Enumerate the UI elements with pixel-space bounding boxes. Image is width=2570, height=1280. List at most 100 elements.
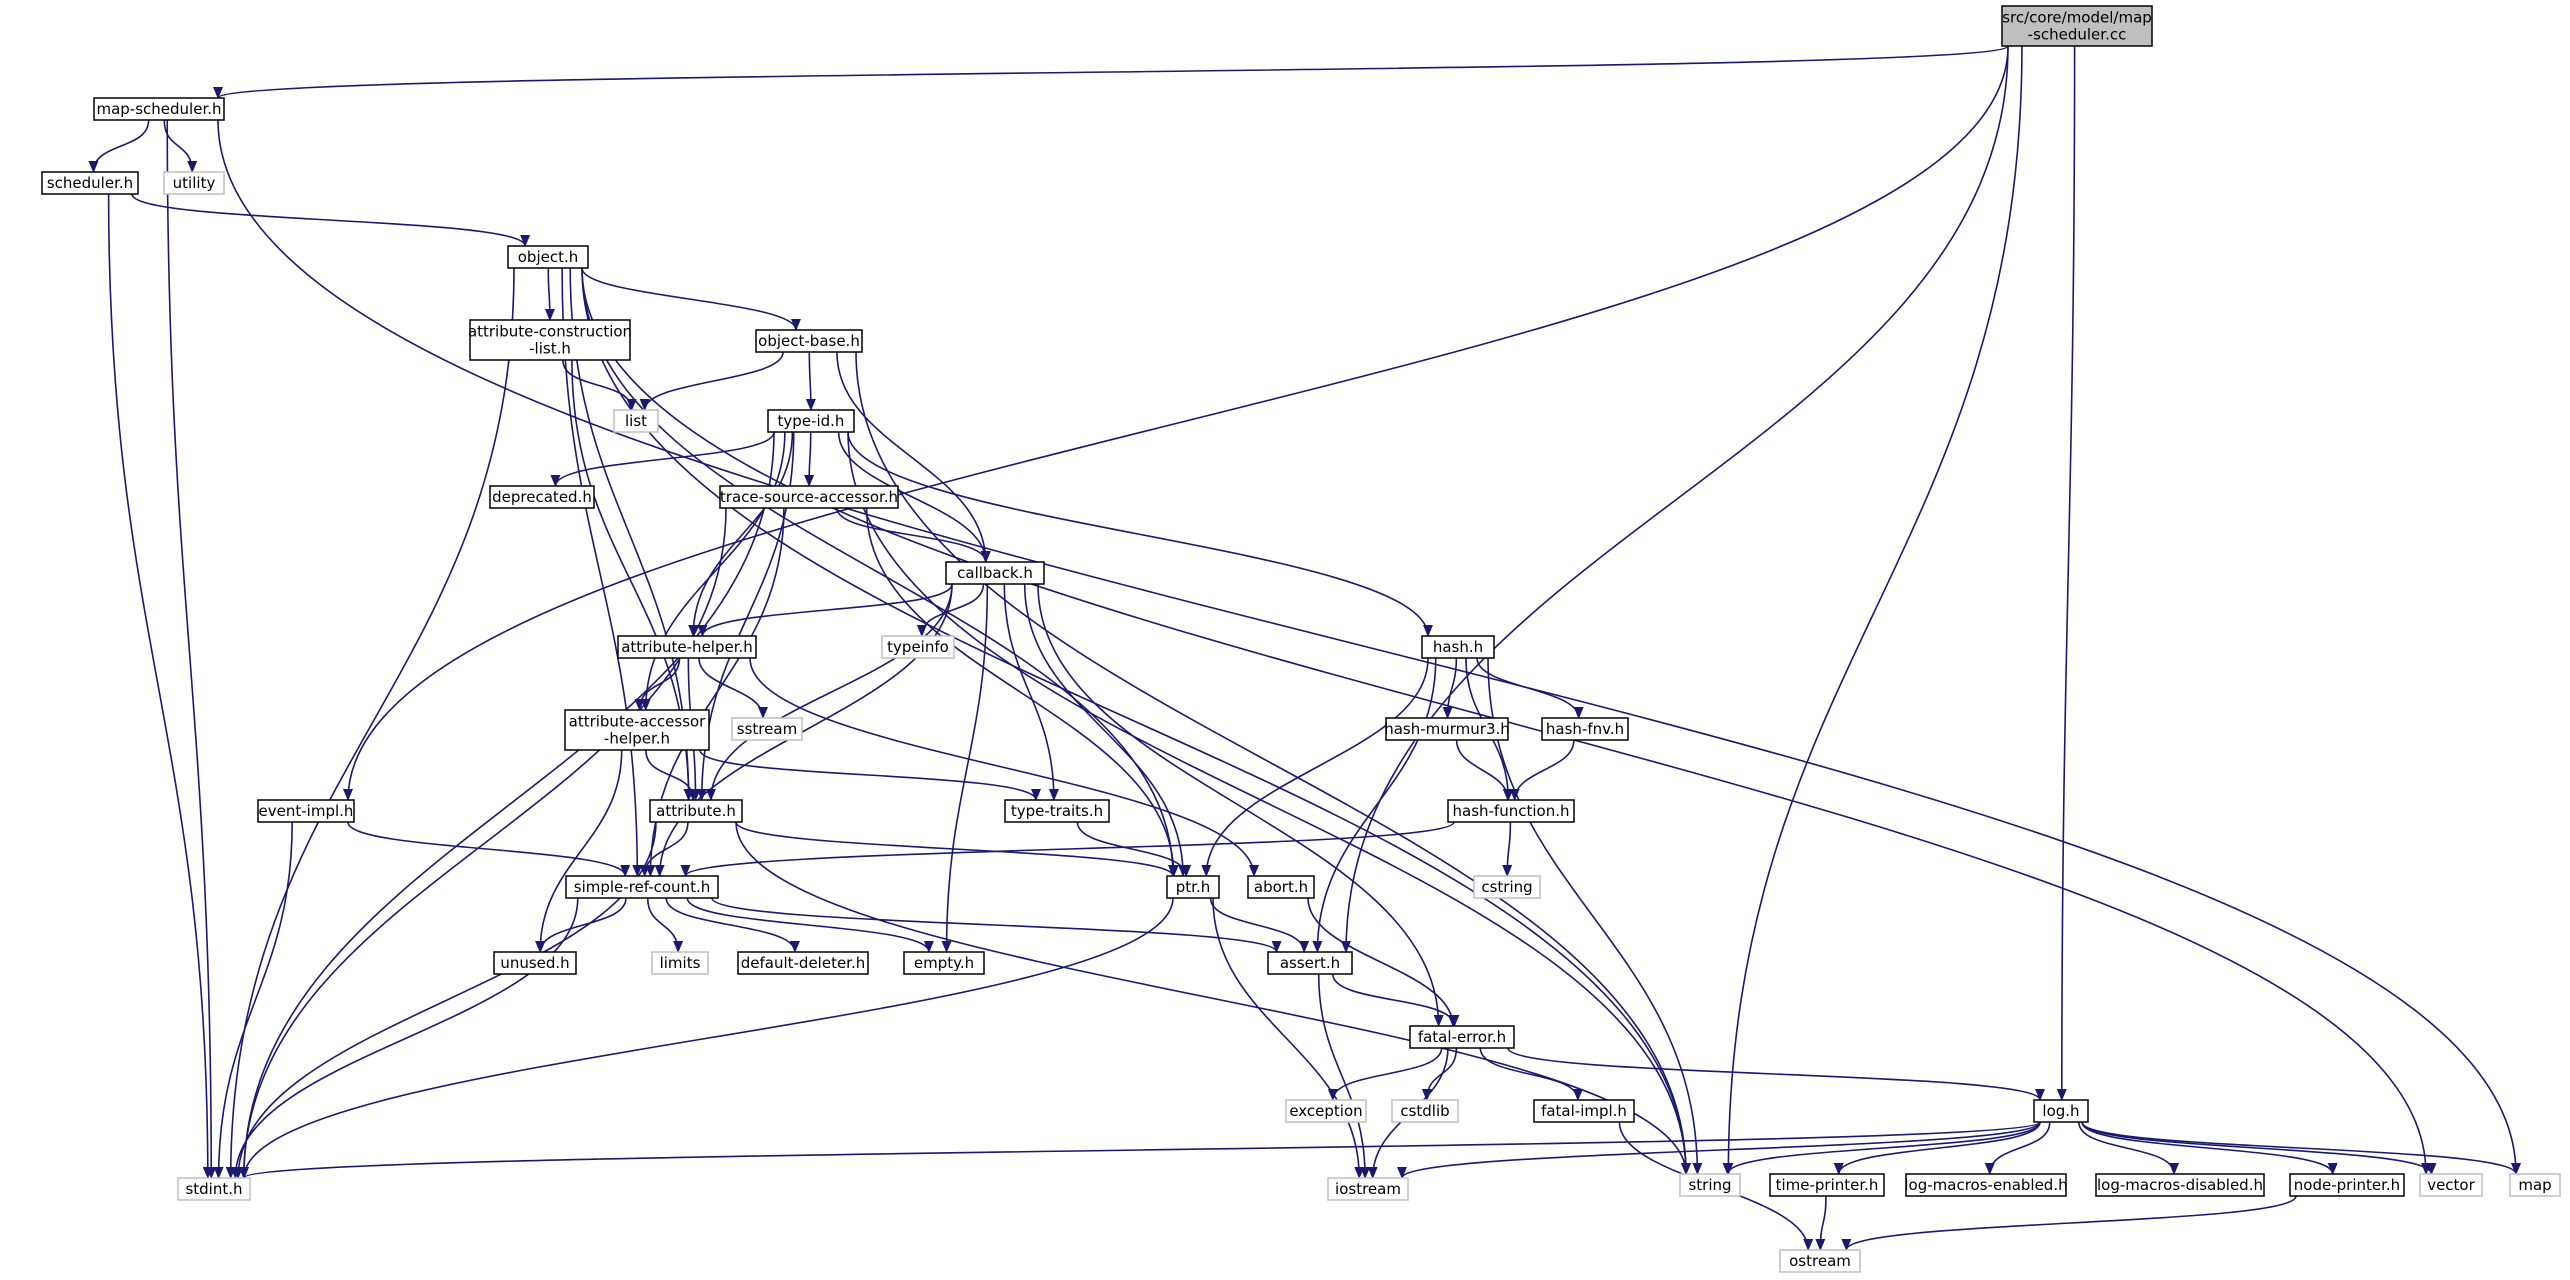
- node-node-printer-h[interactable]: node-printer.h: [2289, 1173, 2405, 1197]
- node-box[interactable]: [903, 951, 985, 975]
- node-box[interactable]: [1166, 875, 1220, 899]
- node-log-macros-disabled-h[interactable]: log-macros-disabled.h: [2095, 1173, 2265, 1197]
- node-string[interactable]: string: [1679, 1173, 1741, 1197]
- node-ostream[interactable]: ostream: [1779, 1249, 1861, 1273]
- node-abort-h[interactable]: abort.h: [1247, 875, 1315, 899]
- node-default-deleter-h[interactable]: default-deleter.h: [737, 951, 869, 975]
- node-typeinfo[interactable]: typeinfo: [881, 635, 955, 659]
- node-vector[interactable]: vector: [2419, 1173, 2483, 1197]
- node-hash-murmur3-h[interactable]: hash-murmur3.h: [1384, 717, 1510, 741]
- node-box[interactable]: [719, 485, 899, 509]
- node-box[interactable]: [2419, 1173, 2483, 1197]
- node-fatal-error-h[interactable]: fatal-error.h: [1409, 1025, 1515, 1049]
- node-attribute-helper-h[interactable]: attribute-helper.h: [617, 635, 757, 659]
- edge-log-h-to-stdint-h: [239, 1121, 2041, 1179]
- node-box[interactable]: [1533, 1099, 1635, 1123]
- node-box[interactable]: [41, 171, 139, 195]
- node-box[interactable]: [177, 1177, 251, 1201]
- node-box[interactable]: [1421, 635, 1495, 659]
- node-box[interactable]: [1905, 1173, 2067, 1197]
- node-box[interactable]: [507, 245, 589, 269]
- node-attribute-construction-list-h[interactable]: attribute-construction-list.h: [468, 319, 632, 361]
- node-list[interactable]: list: [613, 409, 659, 433]
- node-box[interactable]: [737, 951, 869, 975]
- node-box[interactable]: [1779, 1249, 1861, 1273]
- node-box[interactable]: [2001, 5, 2153, 47]
- node-box[interactable]: [1769, 1173, 1885, 1197]
- node-ptr-h[interactable]: ptr.h: [1166, 875, 1220, 899]
- node-time-printer-h[interactable]: time-printer.h: [1769, 1173, 1885, 1197]
- node-box[interactable]: [755, 329, 863, 353]
- node-box[interactable]: [163, 171, 225, 195]
- node-box[interactable]: [2033, 1099, 2089, 1123]
- node-callback-h[interactable]: callback.h: [945, 561, 1045, 585]
- node-label: attribute-accessor: [569, 713, 707, 731]
- node-stdint-h[interactable]: stdint.h: [177, 1177, 251, 1201]
- node-root[interactable]: src/core/model/map-scheduler.cc: [2001, 5, 2153, 47]
- node-box[interactable]: [1267, 951, 1353, 975]
- node-box[interactable]: [469, 319, 631, 361]
- node-box[interactable]: [1679, 1173, 1741, 1197]
- node-box[interactable]: [881, 635, 955, 659]
- node-log-macros-enabled-h[interactable]: log-macros-enabled.h: [1904, 1173, 2068, 1197]
- node-assert-h[interactable]: assert.h: [1267, 951, 1353, 975]
- node-type-traits-h[interactable]: type-traits.h: [1004, 799, 1110, 823]
- node-scheduler-h[interactable]: scheduler.h: [41, 171, 139, 195]
- node-box[interactable]: [493, 951, 577, 975]
- node-simple-ref-count-h[interactable]: simple-ref-count.h: [565, 875, 719, 899]
- node-box[interactable]: [651, 951, 709, 975]
- node-cstdlib[interactable]: cstdlib: [1391, 1099, 1459, 1123]
- node-box[interactable]: [1247, 875, 1315, 899]
- node-box[interactable]: [564, 709, 710, 751]
- node-box[interactable]: [2289, 1173, 2405, 1197]
- node-attribute-h[interactable]: attribute.h: [649, 799, 743, 823]
- node-box[interactable]: [1541, 717, 1629, 741]
- node-box[interactable]: [649, 799, 743, 823]
- node-box[interactable]: [617, 635, 757, 659]
- node-box[interactable]: [93, 97, 225, 121]
- node-box[interactable]: [1391, 1099, 1459, 1123]
- node-object-h[interactable]: object.h: [507, 245, 589, 269]
- node-iostream[interactable]: iostream: [1327, 1177, 1409, 1201]
- node-box[interactable]: [1447, 799, 1575, 823]
- node-box[interactable]: [767, 409, 855, 433]
- node-box[interactable]: [1409, 1025, 1515, 1049]
- node-empty-h[interactable]: empty.h: [903, 951, 985, 975]
- node-box[interactable]: [1385, 717, 1509, 741]
- node-attribute-accessor-helper-h[interactable]: attribute-accessor-helper.h: [564, 709, 710, 751]
- node-box[interactable]: [1285, 1099, 1367, 1123]
- node-utility[interactable]: utility: [163, 171, 225, 195]
- node-box[interactable]: [2095, 1173, 2265, 1197]
- node-label: fatal-error.h: [1418, 1028, 1506, 1046]
- edge-hash-h-to-hash-murmur3-h: [1442, 657, 1458, 719]
- node-map-scheduler-h[interactable]: map-scheduler.h: [93, 97, 225, 121]
- node-hash-fnv-h[interactable]: hash-fnv.h: [1541, 717, 1629, 741]
- node-limits[interactable]: limits: [651, 951, 709, 975]
- node-sstream[interactable]: sstream: [731, 717, 803, 741]
- node-trace-source-accessor-h[interactable]: trace-source-accessor.h: [719, 485, 899, 509]
- node-cstring[interactable]: cstring: [1473, 875, 1541, 899]
- node-event-impl-h[interactable]: event-impl.h: [257, 799, 355, 823]
- node-unused-h[interactable]: unused.h: [493, 951, 577, 975]
- node-box[interactable]: [489, 485, 595, 509]
- node-log-h[interactable]: log.h: [2033, 1099, 2089, 1123]
- node-box[interactable]: [731, 717, 803, 741]
- node-box[interactable]: [1004, 799, 1110, 823]
- node-box[interactable]: [613, 409, 659, 433]
- node-box[interactable]: [1473, 875, 1541, 899]
- node-box[interactable]: [945, 561, 1045, 585]
- node-box[interactable]: [2509, 1173, 2561, 1197]
- node-box[interactable]: [257, 799, 355, 823]
- node-hash-function-h[interactable]: hash-function.h: [1447, 799, 1575, 823]
- edge-callback-h-to-fatal-error-h: [1037, 583, 1444, 1027]
- node-deprecated-h[interactable]: deprecated.h: [489, 485, 595, 509]
- node-exception[interactable]: exception: [1285, 1099, 1367, 1123]
- node-box[interactable]: [1327, 1177, 1409, 1201]
- node-hash-h[interactable]: hash.h: [1421, 635, 1495, 659]
- node-object-base-h[interactable]: object-base.h: [755, 329, 863, 353]
- node-box[interactable]: [565, 875, 719, 899]
- node-type-id-h[interactable]: type-id.h: [767, 409, 855, 433]
- node-label: node-printer.h: [2294, 1176, 2400, 1194]
- node-map[interactable]: map: [2509, 1173, 2561, 1197]
- node-fatal-impl-h[interactable]: fatal-impl.h: [1533, 1099, 1635, 1123]
